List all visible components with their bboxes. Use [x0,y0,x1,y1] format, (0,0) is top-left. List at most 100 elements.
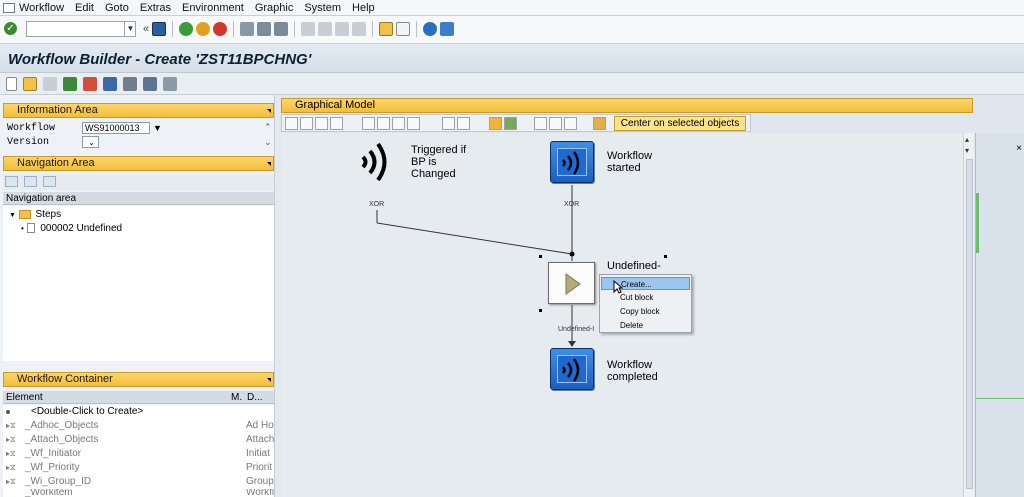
tree-node-steps[interactable]: ▼ Steps [9,208,61,222]
redo-icon[interactable] [457,117,470,130]
selection-handle[interactable] [539,255,542,258]
tree-node-step[interactable]: • 000002 Undefined [21,222,122,235]
command-field[interactable] [26,21,136,37]
zoom-in-icon[interactable] [549,117,562,130]
find-next-icon[interactable] [274,22,289,36]
context-menu-create[interactable]: Create... [601,277,690,290]
sap-window-icon[interactable] [3,2,15,13]
edit-icon[interactable] [300,117,313,130]
layout-icon[interactable] [163,77,177,91]
close-icon[interactable]: × [1016,143,1022,154]
highlight-icon[interactable] [489,117,502,130]
version-dropdown-icon[interactable]: ⌄ [82,136,99,148]
column-d[interactable]: D... [247,392,263,403]
help-icon[interactable] [423,22,438,36]
menu-environment[interactable]: Environment [182,1,244,14]
menu-goto[interactable]: Goto [105,1,129,14]
nav-expand-icon[interactable] [43,176,57,187]
paste-icon[interactable] [392,117,405,130]
save-icon[interactable] [152,22,167,36]
overview-line [976,398,1024,399]
context-menu-copy-block[interactable]: Copy block [620,307,660,316]
window-icon[interactable] [143,77,157,91]
insert-icon[interactable] [407,117,420,130]
zoom-fit-icon[interactable] [534,117,547,130]
enter-check-icon[interactable]: ✓ [4,22,17,35]
scroll-down-icon[interactable]: ⌄ [264,137,272,147]
basic-data-icon[interactable] [103,77,117,91]
information-area-header[interactable]: Information Area [3,103,274,118]
display-change-icon[interactable] [43,77,57,91]
next-page-icon[interactable] [335,22,350,36]
table-row[interactable]: ▸⧖ _Wf_Priority Priorit [3,461,274,475]
workflow-completed-node[interactable] [550,348,594,390]
print-model-icon[interactable] [123,77,137,91]
column-m[interactable]: M. [231,392,243,403]
shortcut-icon[interactable] [396,22,411,36]
create-session-icon[interactable] [379,22,394,36]
table-row[interactable]: ▸⧖ _Wf_Initiator Initiat [3,447,274,461]
last-page-icon[interactable] [352,22,367,36]
workflow-container-header[interactable]: Workflow Container [3,372,274,387]
canvas-vertical-scrollbar[interactable]: ▴ ▾ [963,133,974,497]
table-row[interactable]: ▸⧖ _Adhoc_Objects Ad Ho [3,419,274,433]
cut-icon[interactable] [362,117,375,130]
zoom-out-icon[interactable] [564,117,577,130]
menu-help[interactable]: Help [352,1,375,14]
panel-splitter[interactable] [274,95,280,497]
back-history-icon[interactable]: « [143,23,150,35]
overview-icon[interactable] [504,117,517,130]
workflow-started-node[interactable] [550,141,594,183]
drag-icon[interactable] [315,117,328,130]
scroll-down-arrow-icon[interactable]: ▾ [965,146,970,155]
customize-layout-icon[interactable] [440,22,455,36]
column-element[interactable]: Element [6,392,43,403]
scroll-up-icon[interactable]: ⌃ [264,122,272,132]
table-row[interactable]: ▸⧖ _Wi_Group_ID Group [3,475,274,489]
center-selected-button[interactable]: Center on selected objects [614,116,746,131]
collapse-corner-icon[interactable] [267,109,271,113]
first-page-icon[interactable] [301,22,316,36]
context-menu-cut-block[interactable]: Cut block [620,293,654,302]
collapse-corner-icon[interactable] [267,378,271,382]
nav-back-icon[interactable] [5,176,18,187]
exit-icon[interactable] [196,22,211,36]
menu-system[interactable]: System [304,1,342,14]
undefined-step-node[interactable] [548,262,595,304]
copy-icon[interactable] [377,117,390,130]
find-icon[interactable] [257,22,272,36]
undo-icon[interactable] [442,117,455,130]
context-menu-delete[interactable]: Delete [620,321,644,330]
navigation-area-header[interactable]: Navigation Area [3,156,274,171]
menu-edit[interactable]: Edit [75,1,94,14]
scroll-up-arrow-icon[interactable]: ▴ [965,135,970,144]
print-icon[interactable] [240,22,255,36]
selection-handle[interactable] [664,255,667,258]
back-icon[interactable] [179,22,194,36]
other-workflow-icon[interactable] [23,77,37,91]
previous-page-icon[interactable] [318,22,333,36]
new-icon[interactable] [6,77,17,91]
step-label: 000002 Undefined [40,223,123,234]
menu-extras[interactable]: Extras [139,1,172,14]
event-trigger-icon[interactable] [359,141,393,183]
table-row[interactable]: <Double-Click to Create> [3,405,274,419]
test-icon[interactable] [83,77,97,91]
nav-forward-icon[interactable] [24,176,38,187]
table-row[interactable]: _Workitem Workfl [3,489,274,497]
cancel-icon[interactable] [213,22,228,36]
collapse-corner-icon[interactable] [267,162,271,166]
selection-handle[interactable] [539,309,542,312]
menu-workflow[interactable]: Workflow [19,1,65,14]
new-step-icon[interactable] [285,117,298,130]
table-row[interactable]: ▸⧖ _Attach_Objects Attach [3,433,274,447]
activate-icon[interactable] [63,77,77,91]
scroll-thumb[interactable] [966,159,973,489]
menu-graphic[interactable]: Graphic [254,1,294,14]
expand-triangle-icon[interactable]: ▼ [9,212,16,219]
command-field-dropdown-icon[interactable]: ▼ [124,21,136,37]
user-icon[interactable] [593,117,606,130]
workflow-id-field[interactable]: WS91000013 [82,122,150,134]
trash-icon[interactable] [330,117,343,130]
workflow-dropdown-icon[interactable]: ▼ [153,123,162,133]
